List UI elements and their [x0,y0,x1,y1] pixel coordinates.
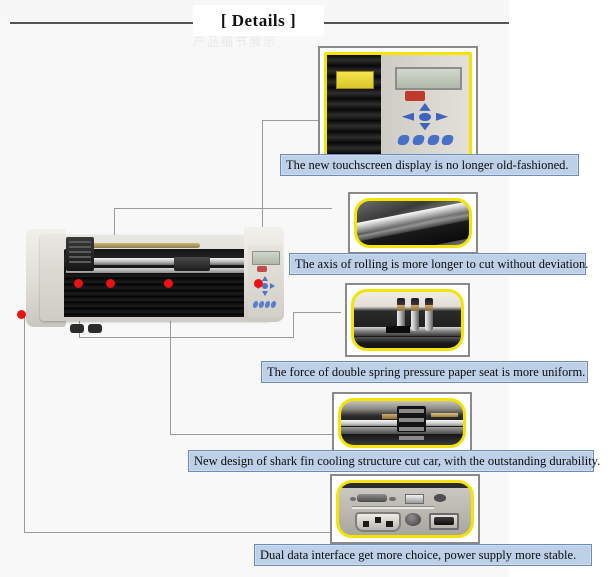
leader-line-3-top [293,312,341,313]
leader-line-5-vertical [24,317,25,532]
leader-line-1-horizontal [262,120,320,121]
feature-callout-3: The force of double spring pressure pape… [261,361,588,383]
panel-hole [434,494,446,502]
feature-callout-4-text: New design of shark fin cooling structur… [194,453,601,468]
lcd-screen [395,67,462,90]
serial-port-icon [357,494,387,503]
leader-line-3-horizontal [79,337,293,338]
product-foot-left [70,324,84,333]
photo-pressure-seat [354,292,461,348]
product-lcd-icon [252,251,280,265]
warning-label [335,71,375,89]
feature-photo-inner-5 [336,480,474,538]
leader-line-4-horizontal [170,434,410,435]
feature-photo-inner-1 [324,52,472,158]
product-function-keys [252,301,278,308]
product-foot-right [88,324,102,333]
feature-photo-inner-3 [351,289,464,351]
marker-dot-axis [164,279,173,288]
leader-line-4-vertical [170,286,171,434]
photo-control-panel [327,55,469,155]
header-ghost-text: 产品细节展示 [193,35,278,49]
page-title-chip: [ Details ] [193,5,324,36]
pressure-roller-3 [424,297,434,332]
pressure-roller-1 [396,297,406,332]
leader-line-1-vertical [262,120,263,285]
feature-photo-inner-4 [338,398,466,448]
usb-port-icon [405,494,425,505]
feature-callout-1: The new touchscreen display is no longer… [280,154,579,176]
leader-line-5-horizontal [24,532,404,533]
leader-line-3-riser [293,312,294,338]
product-cut-head [174,257,210,271]
feature-callout-1-text: The new touchscreen display is no longer… [286,157,569,172]
marker-dot-panel [254,279,263,288]
photo-data-interfaces [339,483,471,535]
leader-line-2-horizontal [114,208,332,209]
feature-photo-frame-3 [345,283,470,357]
product-guide-rail-lower [66,268,248,273]
product-lower-strip [64,273,250,317]
product-brass-bar [70,243,200,248]
function-key-row [396,135,455,145]
marker-dot-interface [17,310,26,319]
power-inlet-icon [354,512,402,532]
brand-logo-icon [405,91,425,101]
pressure-roller-2 [410,297,420,332]
serial-screw-left [349,496,357,501]
product-carriage [66,237,94,271]
product-brand-logo [257,266,267,272]
feature-photo-frame-2 [348,192,478,254]
serial-screw-right [389,496,396,501]
page-title: [ Details ] [220,10,297,30]
seat-rail-lower [354,336,461,344]
seat-block [386,325,410,334]
photo-shark-fin-cut-car [341,401,463,445]
marker-dot-pressure-seat [106,279,115,288]
navigation-pad [401,103,449,131]
cutcar-arm-left [382,414,402,419]
feature-photo-inner-2 [354,198,472,248]
feature-photo-frame-4 [332,392,472,454]
product-guide-rail [66,258,248,265]
main-product-image [26,227,284,337]
feature-callout-4: New design of shark fin cooling structur… [188,450,600,472]
feature-callout-3-text: The force of double spring pressure pape… [267,364,586,379]
power-rocker-switch-icon [428,513,460,530]
cutcar-arm-right [431,413,459,418]
feature-callout-2: The axis of rolling is more longer to cu… [289,253,589,275]
feature-callout-2-text: The axis of rolling is more longer to cu… [295,256,589,271]
feature-callout-5-text: Dual data interface get more choice, pow… [260,547,577,562]
marker-dot-cut-car [74,279,83,288]
panel-ribs [327,55,381,155]
shark-fin-heatsink [397,406,427,432]
feature-photo-frame-1 [318,46,478,164]
interface-top-bar [339,483,471,489]
feature-callout-5: Dual data interface get more choice, pow… [254,544,592,566]
photo-rolling-axis [357,201,469,245]
panel-seam [352,505,435,510]
fuse-holder-icon [405,513,421,526]
feature-photo-frame-5 [330,474,480,544]
